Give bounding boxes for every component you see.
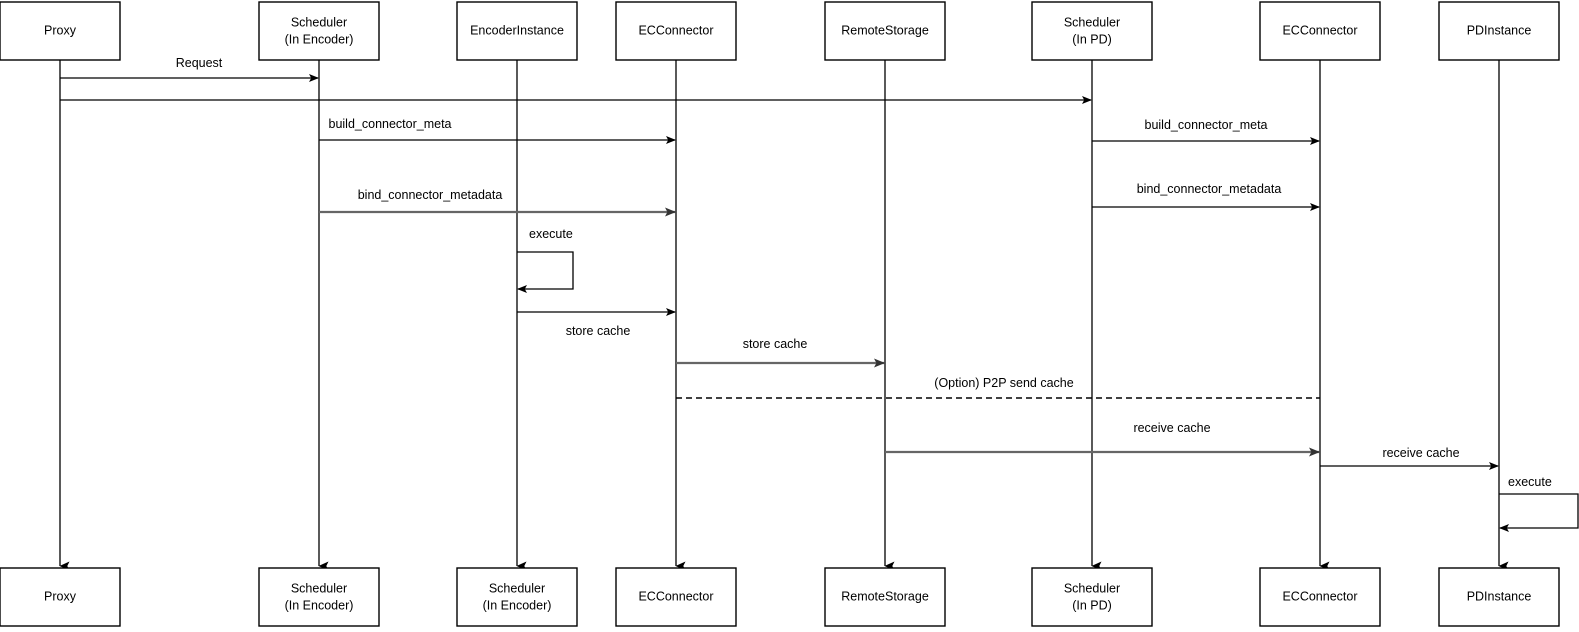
participant-label: Proxy [44, 23, 77, 37]
message-label: store cache [743, 337, 808, 351]
participant-label: RemoteStorage [841, 23, 929, 37]
self-messages-layer: execute execute [517, 227, 1579, 532]
message-label: build_connector_meta [329, 117, 452, 131]
participant-label: EncoderInstance [470, 23, 564, 37]
participant-box [456, 1, 578, 61]
participant-label: Scheduler [291, 15, 347, 29]
participant-label: Scheduler [1064, 15, 1120, 29]
self-message-s1[interactable]: execute [517, 227, 574, 293]
participant-label: ECConnector [638, 23, 713, 37]
participant-label: RemoteStorage [841, 589, 929, 603]
participant-box [1438, 1, 1560, 61]
participant-box [258, 567, 380, 627]
participant-bottom-sched-pd[interactable]: Scheduler (In PD) [1031, 567, 1153, 627]
messages-layer: Request build_connector_meta build_connect… [60, 56, 1499, 470]
message-m10[interactable]: receive cache [885, 421, 1320, 457]
participant-label: Scheduler [489, 581, 545, 595]
participant-sublabel: (In Encoder) [285, 32, 354, 46]
participant-box [824, 1, 946, 61]
self-message-s2[interactable]: execute [1499, 475, 1579, 532]
participant-sublabel: (In PD) [1072, 32, 1112, 46]
participant-box [0, 567, 121, 627]
message-m1[interactable]: Request [60, 56, 319, 82]
participant-bottom-boxes: Proxy Scheduler (In Encoder) Scheduler (In E… [0, 567, 1560, 627]
participant-label: Proxy [44, 589, 77, 603]
message-label: bind_connector_metadata [1137, 182, 1282, 196]
message-label: receive cache [1382, 446, 1459, 460]
participant-bottom-remote-store[interactable]: RemoteStorage [824, 567, 946, 627]
message-label: (Option) P2P send cache [934, 376, 1073, 390]
participant-label: Scheduler [291, 581, 347, 595]
message-m11[interactable]: receive cache [1320, 446, 1499, 470]
participant-lifelines [59, 60, 1509, 571]
self-message-label: execute [1508, 475, 1552, 489]
participant-bottom-pd-inst[interactable]: PDInstance [1438, 567, 1560, 627]
self-message-label: execute [529, 227, 573, 241]
participant-sublabel: (In PD) [1072, 598, 1112, 612]
participant-box [824, 567, 946, 627]
participant-box [1031, 567, 1153, 627]
message-label: receive cache [1133, 421, 1210, 435]
participant-bottom-ec-conn-2[interactable]: ECConnector [1259, 567, 1381, 627]
participant-label: PDInstance [1467, 589, 1532, 603]
participant-sublabel: (In Encoder) [483, 598, 552, 612]
participant-label: ECConnector [638, 589, 713, 603]
self-message-path [1499, 493, 1579, 532]
participant-label: ECConnector [1282, 23, 1357, 37]
participant-top-sched-enc[interactable]: Scheduler (In Encoder) [258, 1, 380, 61]
self-message-path [517, 251, 574, 293]
message-m6[interactable]: bind_connector_metadata [1092, 182, 1320, 211]
participant-top-pd-inst[interactable]: PDInstance [1438, 1, 1560, 61]
participant-top-boxes: Proxy Scheduler (In Encoder) EncoderInstanc… [0, 1, 1560, 61]
participant-box [1259, 1, 1381, 61]
message-label: bind_connector_metadata [358, 188, 503, 202]
message-label: Request [176, 56, 223, 70]
participant-box [615, 567, 737, 627]
participant-box [1259, 567, 1381, 627]
participant-top-encoder-inst[interactable]: EncoderInstance [456, 1, 578, 61]
message-label: build_connector_meta [1145, 118, 1268, 132]
participant-box [0, 1, 121, 61]
message-m5[interactable]: bind_connector_metadata [319, 188, 676, 217]
message-m3[interactable]: build_connector_meta [319, 117, 676, 144]
participant-bottom-proxy[interactable]: Proxy [0, 567, 121, 627]
message-label: store cache [566, 324, 631, 338]
participant-top-remote-store[interactable]: RemoteStorage [824, 1, 946, 61]
participant-top-ec-conn-1[interactable]: ECConnector [615, 1, 737, 61]
message-m8[interactable]: store cache [676, 337, 885, 368]
message-m7[interactable]: store cache [517, 308, 676, 338]
participant-bottom-sched-enc[interactable]: Scheduler (In Encoder) [258, 567, 380, 627]
message-m4[interactable]: build_connector_meta [1092, 118, 1320, 145]
participant-box [1438, 567, 1560, 627]
participant-box [456, 567, 578, 627]
participant-box [1031, 1, 1153, 61]
participant-label: Scheduler [1064, 581, 1120, 595]
message-m9[interactable]: (Option) P2P send cache [676, 376, 1320, 399]
participant-top-ec-conn-2[interactable]: ECConnector [1259, 1, 1381, 61]
participant-top-proxy[interactable]: Proxy [0, 1, 121, 61]
participant-bottom-ec-conn-1[interactable]: ECConnector [615, 567, 737, 627]
participant-box [258, 1, 380, 61]
participant-bottom-encoder-inst[interactable]: Scheduler (In Encoder) [456, 567, 578, 627]
participant-label: ECConnector [1282, 589, 1357, 603]
participant-label: PDInstance [1467, 23, 1532, 37]
participant-top-sched-pd[interactable]: Scheduler (In PD) [1031, 1, 1153, 61]
participant-sublabel: (In Encoder) [285, 598, 354, 612]
